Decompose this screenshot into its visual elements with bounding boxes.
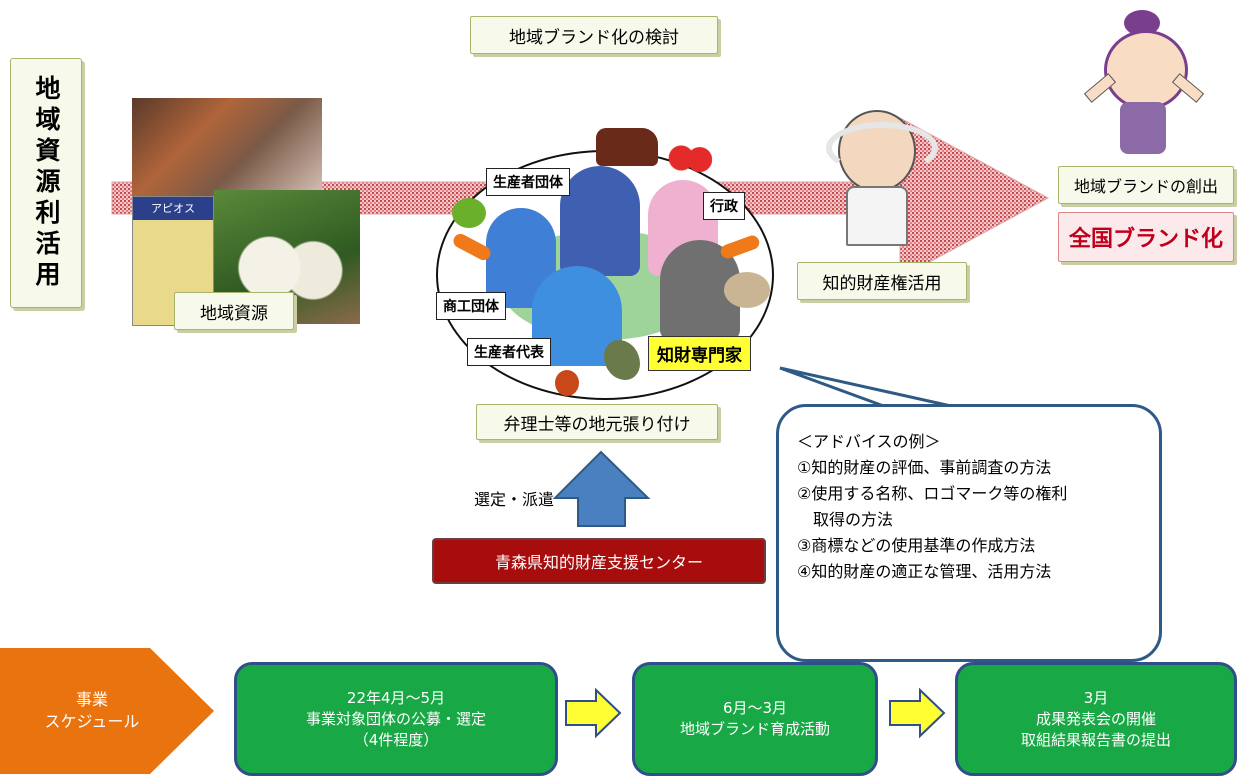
apple-icon — [555, 370, 579, 396]
scallop-icon — [724, 272, 770, 308]
mascot-illustration — [1083, 10, 1205, 160]
schedule-header-shape — [0, 648, 214, 774]
label-government: 行政 — [703, 192, 745, 220]
step-2-line1: 6月～3月 — [722, 699, 788, 717]
label-commerce-groups: 商工団体 — [436, 292, 506, 320]
brand-creation-label: 地域ブランドの創出 — [1058, 166, 1234, 204]
selection-label: 選定・派遣 — [474, 490, 555, 509]
local-resources-label: 地域資源 — [174, 292, 294, 330]
vertical-title: 地域資源利活用 — [10, 58, 82, 308]
advice-line-5: ④知的財産の適正な管理、活用方法 — [797, 562, 1052, 581]
cow-icon — [596, 128, 658, 166]
label-producer-groups: 生産者団体 — [486, 168, 570, 196]
professor-illustration — [820, 104, 938, 246]
advice-line-3: 取得の方法 — [797, 510, 894, 529]
up-arrow — [552, 450, 651, 527]
top-note: 地域ブランド化の検討 — [470, 16, 718, 54]
package-label: アピオス — [151, 202, 195, 215]
advice-title: ＜アドバイスの例＞ — [797, 432, 941, 451]
person-center — [560, 166, 640, 276]
strawberry-icon — [668, 142, 712, 174]
step-2-line2: 地域ブランド育成活動 — [679, 720, 830, 738]
step-3-line3: 取組結果報告書の提出 — [1020, 730, 1171, 749]
connector-arrow-1 — [565, 687, 622, 739]
schedule-step-3: 3月 成果発表会の開催 取組結果報告書の提出 — [955, 662, 1237, 776]
step-1-line1: 22年4月～5月 — [346, 688, 446, 707]
schedule-header-line2: スケジュール — [44, 712, 140, 731]
patent-attorney-label: 弁理士等の地元張り付け — [476, 404, 718, 440]
herb-icon — [604, 340, 640, 380]
advice-line-2: ②使用する名称、ロゴマーク等の権利 — [797, 484, 1068, 503]
advice-callout: ＜アドバイスの例＞ ①知的財産の評価、事前調査の方法 ②使用する名称、ロゴマーク… — [776, 404, 1162, 662]
step-3-line1: 3月 — [1083, 688, 1109, 707]
ip-use-label: 知的財産権活用 — [797, 262, 967, 300]
bbq-photo — [132, 98, 322, 198]
support-center-box: 青森県知的財産支援センター — [432, 538, 766, 584]
schedule-header-line1: 事業 — [75, 690, 108, 709]
schedule-step-1: 22年4月～5月 事業対象団体の公募・選定 （4件程度） — [234, 662, 558, 776]
schedule-header: 事業 スケジュール — [0, 648, 214, 774]
label-producer-rep: 生産者代表 — [467, 338, 551, 366]
schedule-step-2: 6月～3月 地域ブランド育成活動 — [632, 662, 878, 776]
advice-line-4: ③商標などの使用基準の作成方法 — [797, 536, 1036, 555]
step-3-line2: 成果発表会の開催 — [1035, 709, 1156, 728]
step-1-line2: 事業対象団体の公募・選定 — [305, 709, 486, 728]
pumpkin-icon — [452, 198, 486, 228]
advice-line-1: ①知的財産の評価、事前調査の方法 — [797, 458, 1052, 477]
connector-arrow-2 — [889, 687, 946, 739]
step-1-line3: （4件程度） — [353, 730, 439, 749]
label-ip-expert: 知財専門家 — [648, 336, 751, 371]
national-brand-label: 全国ブランド化 — [1058, 212, 1234, 262]
